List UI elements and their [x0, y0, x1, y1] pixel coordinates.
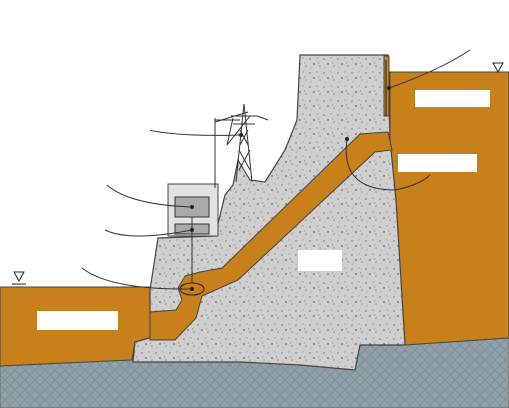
label-intake [417, 10, 471, 30]
label-transformer [40, 212, 100, 232]
label-dam [298, 250, 342, 271]
label-tailwater [37, 311, 118, 330]
label-turbine [40, 244, 95, 266]
label-reservoir [415, 90, 490, 107]
water-level-icon [493, 63, 503, 72]
label-power-lines [40, 98, 150, 132]
reservoir [390, 72, 509, 345]
label-powerhouse [40, 158, 95, 180]
water-level-icon [12, 272, 26, 284]
label-penstock [398, 154, 477, 172]
